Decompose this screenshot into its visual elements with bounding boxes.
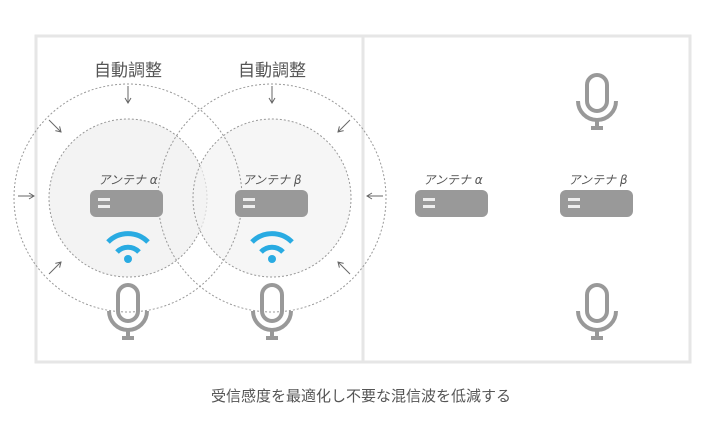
wifi-icon bbox=[252, 234, 292, 263]
adjust-arrows bbox=[18, 86, 383, 275]
antenna-alpha-device bbox=[90, 190, 163, 217]
right-panel bbox=[361, 34, 692, 364]
antenna-alpha-label-right: アンテナ α bbox=[423, 173, 483, 187]
antenna-alpha-label: アンテナ α bbox=[98, 173, 158, 187]
antenna-beta-label: アンテナ β bbox=[242, 173, 302, 187]
antenna-beta-label-right: アンテナ β bbox=[568, 173, 628, 187]
wifi-icon bbox=[108, 234, 148, 263]
antenna-alpha-device-right bbox=[415, 190, 488, 217]
antenna-beta-device bbox=[235, 190, 308, 217]
caption: 受信感度を最適化し不要な混信波を低減する bbox=[210, 387, 512, 405]
antenna-beta-device-right bbox=[560, 190, 633, 217]
auto-adjust-label-alpha: 自動調整 bbox=[94, 61, 162, 81]
auto-adjust-label-beta: 自動調整 bbox=[238, 61, 306, 81]
